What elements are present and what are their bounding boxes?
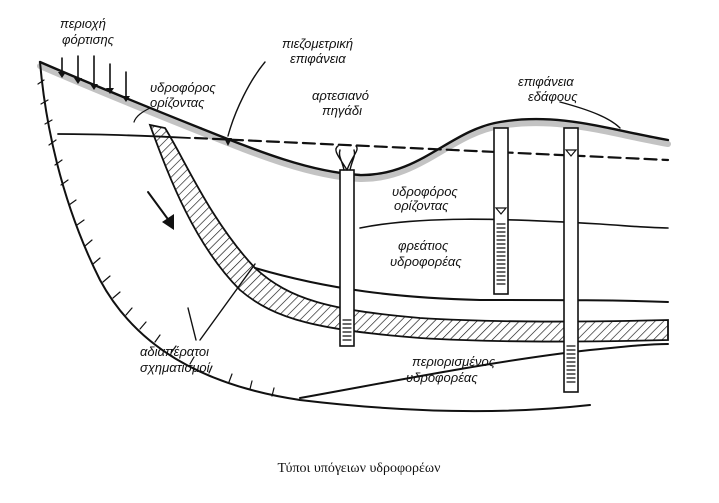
flow-arrow-head xyxy=(162,214,174,230)
label-aquifer-horizon-mid-2: ορίζοντας xyxy=(394,198,449,213)
ground-surface-line xyxy=(38,60,670,177)
label-phreatic: φρεάτιος xyxy=(398,238,449,253)
label-ground-surface: επιφάνεια xyxy=(518,74,574,89)
label-aquifer-horizon-mid: υδροφόρος xyxy=(392,184,458,199)
phreatic-well xyxy=(493,127,509,295)
flow-arrow xyxy=(147,191,171,223)
upper-layer-line xyxy=(359,218,669,229)
figure-caption: Τύποι υπόγειων υδροφορέων xyxy=(278,461,441,476)
pointer-aquifer-left xyxy=(133,107,151,123)
left-slope-hatch xyxy=(37,79,275,397)
pointer-impermeable xyxy=(187,263,256,341)
label-confined-2: υδροφορέας xyxy=(406,370,478,385)
pointer-piezometric xyxy=(227,61,266,137)
label-aquifer-horizon-left-2: ορίζοντας xyxy=(150,95,205,110)
confined-well xyxy=(563,127,579,393)
label-impermeable-2: σχηματισμοί xyxy=(140,360,211,375)
label-piezometric-2: επιφάνεια xyxy=(290,51,346,66)
label-artesian-well: αρτεσιανό xyxy=(312,88,369,103)
water-table-line xyxy=(57,133,191,139)
recharge-arrows xyxy=(58,55,130,102)
label-impermeable: αδιαπέρατοι xyxy=(140,344,209,359)
label-piezometric: πιεζομετρική xyxy=(282,36,353,51)
label-artesian-well-2: πηγάδι xyxy=(322,103,362,118)
label-aquifer-horizon-left: υδροφόρος xyxy=(150,80,216,95)
label-confined: περιορισμένος xyxy=(412,354,496,369)
left-slope-line xyxy=(39,61,591,413)
label-recharge-area: περιοχή xyxy=(60,16,106,31)
label-ground-surface-2: εδάφους xyxy=(528,89,578,104)
artesian-well xyxy=(335,145,358,347)
piezometric-surface-line xyxy=(193,136,670,162)
confining-layer-band xyxy=(148,123,669,343)
pointer-ground-surface xyxy=(559,101,621,129)
middle-layer-line xyxy=(254,267,669,303)
ground-surface-texture xyxy=(37,63,671,183)
label-phreatic-2: υδροφορέας xyxy=(390,254,462,269)
lower-confining-line xyxy=(299,343,669,399)
label-recharge-area-2: φόρτισης xyxy=(62,32,115,47)
